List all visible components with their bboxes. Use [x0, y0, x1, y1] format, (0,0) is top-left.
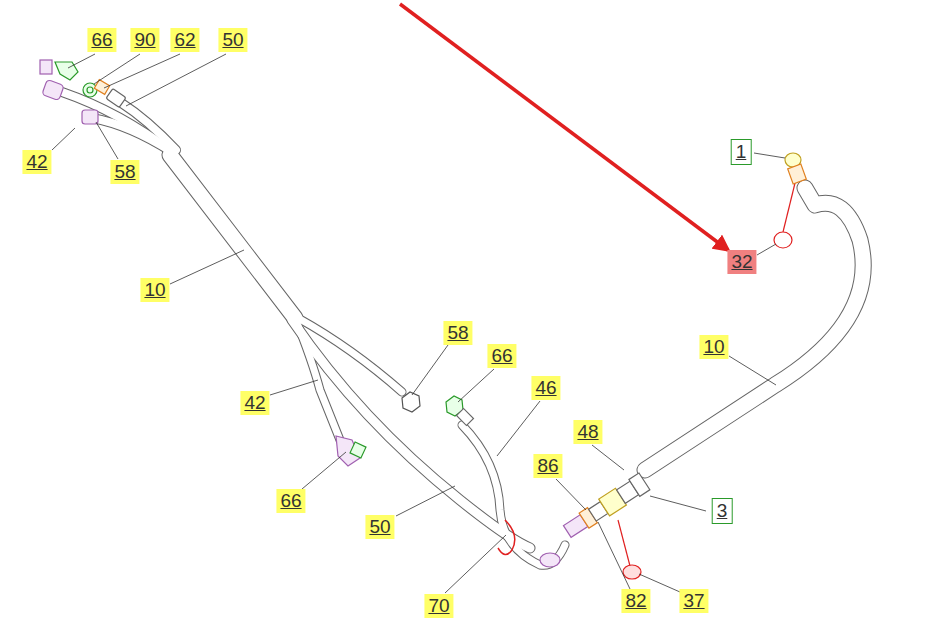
callout-number: 62: [170, 28, 199, 52]
callout-number: 66: [487, 344, 516, 368]
callout-number: 32: [727, 250, 756, 274]
pointer-arrow: [400, 4, 728, 250]
fittings: [40, 60, 806, 579]
callout-number: 66: [87, 28, 116, 52]
callout-number: 58: [110, 160, 139, 184]
callout-number: 50: [365, 515, 394, 539]
callout-number: 10: [140, 278, 169, 302]
callout-number: 66: [276, 489, 305, 513]
callout-number: 86: [533, 454, 562, 478]
callout-number: 42: [22, 150, 51, 174]
callout-number: 58: [443, 321, 472, 345]
callout-number: 37: [679, 589, 708, 613]
callout-number: 46: [531, 376, 560, 400]
callout-number: 3: [712, 498, 733, 524]
callout-number: 10: [699, 335, 728, 359]
leader-lines: [52, 54, 785, 593]
hoses: [62, 92, 863, 565]
callout-number: 70: [424, 594, 453, 618]
callout-number: 1: [731, 139, 752, 165]
callout-number: 82: [621, 589, 650, 613]
callout-number: 90: [130, 28, 159, 52]
callout-number: 48: [573, 420, 602, 444]
callout-number: 50: [218, 28, 247, 52]
callout-number: 42: [240, 391, 269, 415]
